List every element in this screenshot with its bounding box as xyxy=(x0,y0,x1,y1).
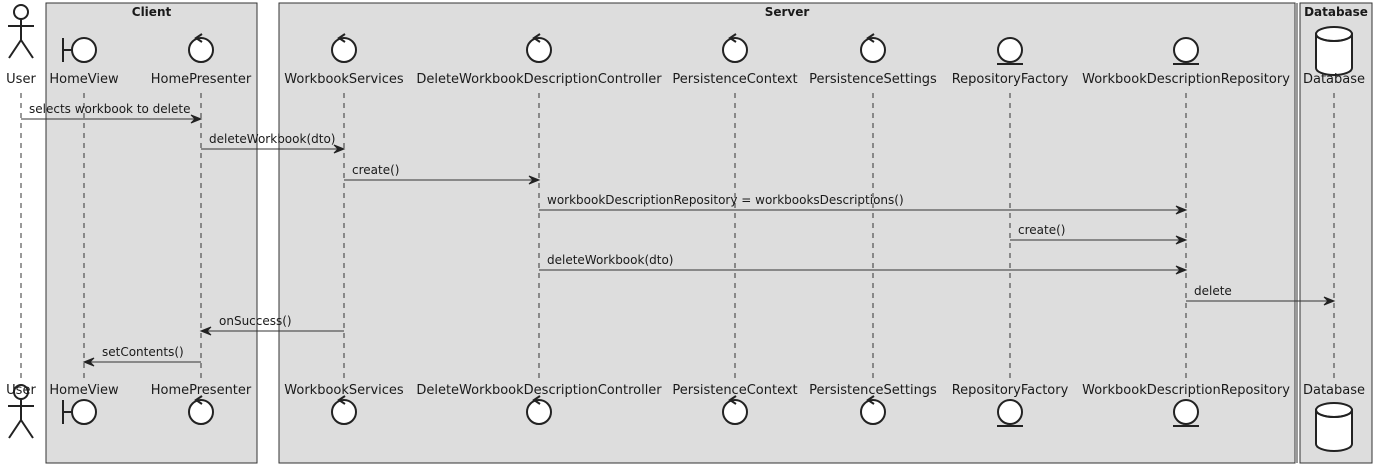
boundary-icon xyxy=(62,399,97,425)
control-icon xyxy=(526,395,552,425)
message-label-8: onSuccess() xyxy=(219,314,292,328)
participant-label-persistencesettings-bottom: PersistenceSettings xyxy=(809,383,937,398)
arrowhead-icon xyxy=(199,326,212,336)
box-server: Server xyxy=(278,2,1296,464)
participant-label-user-top: User xyxy=(6,72,36,87)
participant-label-deletecontroller-bottom: DeleteWorkbookDescriptionController xyxy=(416,383,662,398)
participant-label-workbookservices-top: WorkbookServices xyxy=(284,72,404,87)
participant-label-database-bottom: Database xyxy=(1303,383,1365,398)
arrowhead-icon xyxy=(1175,235,1188,245)
actor-icon xyxy=(8,4,34,59)
arrowhead-icon xyxy=(82,357,95,367)
control-icon xyxy=(331,33,357,63)
arrowhead-icon xyxy=(190,114,203,124)
participant-label-deletecontroller-top: DeleteWorkbookDescriptionController xyxy=(416,72,662,87)
entity-icon xyxy=(1173,399,1199,427)
arrowhead-icon xyxy=(1175,205,1188,215)
entity-icon xyxy=(1173,37,1199,65)
message-9: setContents() xyxy=(82,345,201,367)
control-icon xyxy=(860,33,886,63)
participant-label-persistencecontext-top: PersistenceContext xyxy=(672,72,797,87)
message-2: deleteWorkbook(dto) xyxy=(201,132,346,154)
arrowhead-icon xyxy=(1323,296,1336,306)
participant-label-repositoryfactory-top: RepositoryFactory xyxy=(952,72,1069,87)
participant-label-workbookservices-bottom: WorkbookServices xyxy=(284,383,404,398)
database-icon xyxy=(1315,402,1353,452)
box-client: Client xyxy=(45,2,258,464)
participant-label-persistencesettings-top: PersistenceSettings xyxy=(809,72,937,87)
participant-label-persistencecontext-bottom: PersistenceContext xyxy=(672,383,797,398)
participant-label-repositoryfactory-bottom: RepositoryFactory xyxy=(952,383,1069,398)
message-label-9: setContents() xyxy=(102,345,184,359)
participant-label-homepresenter-bottom: HomePresenter xyxy=(151,383,252,398)
participant-label-database-top: Database xyxy=(1303,72,1365,87)
message-6: deleteWorkbook(dto) xyxy=(539,253,1188,275)
boundary-icon xyxy=(62,37,97,63)
control-icon xyxy=(188,395,214,425)
message-label-4: workbookDescriptionRepository = workbook… xyxy=(547,193,904,207)
arrowhead-icon xyxy=(1175,265,1188,275)
control-icon xyxy=(526,33,552,63)
box-title-server: Server xyxy=(765,5,810,19)
message-label-1: selects workbook to delete xyxy=(29,102,191,116)
entity-icon xyxy=(997,37,1023,65)
control-icon xyxy=(188,33,214,63)
box-title-client: Client xyxy=(132,5,172,19)
message-1: selects workbook to delete xyxy=(21,102,203,124)
message-8: onSuccess() xyxy=(199,314,344,336)
participant-label-homeview-bottom: HomeView xyxy=(49,383,119,398)
participant-label-repository-top: WorkbookDescriptionRepository xyxy=(1082,72,1290,87)
box-title-database: Database xyxy=(1304,5,1368,19)
control-icon xyxy=(331,395,357,425)
actor-icon xyxy=(8,384,34,439)
control-icon xyxy=(722,33,748,63)
message-label-5: create() xyxy=(1018,223,1065,237)
message-label-2: deleteWorkbook(dto) xyxy=(209,132,335,146)
participant-label-repository-bottom: WorkbookDescriptionRepository xyxy=(1082,383,1290,398)
box-database: Database xyxy=(1296,2,1373,464)
participant-label-homeview-top: HomeView xyxy=(49,72,119,87)
arrowhead-icon xyxy=(333,144,346,154)
message-label-3: create() xyxy=(352,163,399,177)
arrowhead-icon xyxy=(528,175,541,185)
control-icon xyxy=(722,395,748,425)
message-7: delete xyxy=(1186,284,1336,306)
message-3: create() xyxy=(344,163,541,185)
message-label-7: delete xyxy=(1194,284,1232,298)
participant-label-homepresenter-top: HomePresenter xyxy=(151,72,252,87)
database-icon xyxy=(1315,26,1353,76)
message-label-6: deleteWorkbook(dto) xyxy=(547,253,673,267)
participant-label-user-bottom: User xyxy=(6,383,36,398)
message-4: workbookDescriptionRepository = workbook… xyxy=(539,193,1188,215)
entity-icon xyxy=(997,399,1023,427)
message-5: create() xyxy=(1010,223,1188,245)
control-icon xyxy=(860,395,886,425)
